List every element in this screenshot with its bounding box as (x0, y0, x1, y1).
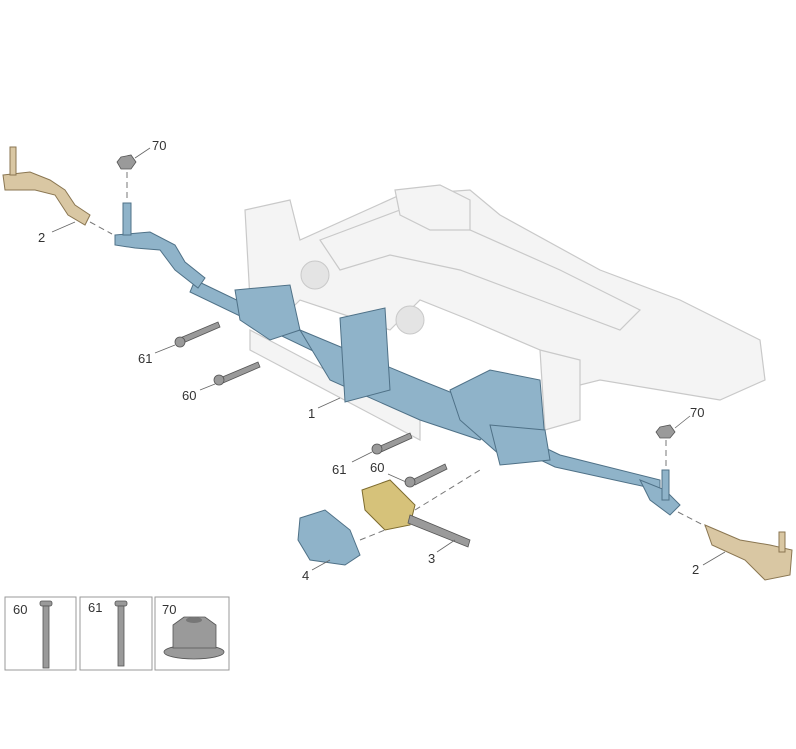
callout-60-right: 60 (370, 460, 384, 475)
callout-70-right: 70 (690, 405, 704, 420)
tie-rod-end-installed-left (114, 202, 206, 289)
rack-boot (297, 509, 361, 566)
nut-70-left (116, 154, 137, 170)
legend-label-61: 61 (88, 600, 102, 615)
bolt-61-right (371, 432, 413, 455)
callout-1: 1 (308, 406, 315, 421)
legend-label-60: 60 (13, 602, 27, 617)
inner-tie-rod (361, 479, 471, 548)
legend-item-70: 70 (154, 596, 230, 671)
callout-2-left: 2 (38, 230, 45, 245)
tie-rod-end-installed-right (638, 469, 681, 516)
bolt-60-left (213, 361, 261, 386)
callout-4: 4 (302, 568, 309, 583)
callout-61-left: 61 (138, 351, 152, 366)
steering-gear-rack (189, 279, 661, 491)
callouts: 70 2 61 60 1 70 61 60 3 4 2 (38, 138, 726, 583)
callout-2-right: 2 (692, 562, 699, 577)
callout-3: 3 (428, 551, 435, 566)
tie-rod-end-right (704, 524, 793, 581)
bolt-61-left (174, 321, 221, 348)
front-subframe (244, 184, 766, 441)
callout-70-left: 70 (152, 138, 166, 153)
legend-item-61: 61 (79, 596, 153, 671)
nut-70-right (655, 424, 676, 439)
callout-61-right: 61 (332, 462, 346, 477)
bolt-60-right (404, 463, 448, 488)
legend-label-70: 70 (162, 602, 176, 617)
tie-rod-end-left (2, 146, 91, 226)
fastener-legend: 60 61 70 (4, 596, 230, 671)
steering-control-unit (339, 307, 391, 403)
callout-60-left: 60 (182, 388, 196, 403)
legend-item-60: 60 (4, 596, 77, 671)
